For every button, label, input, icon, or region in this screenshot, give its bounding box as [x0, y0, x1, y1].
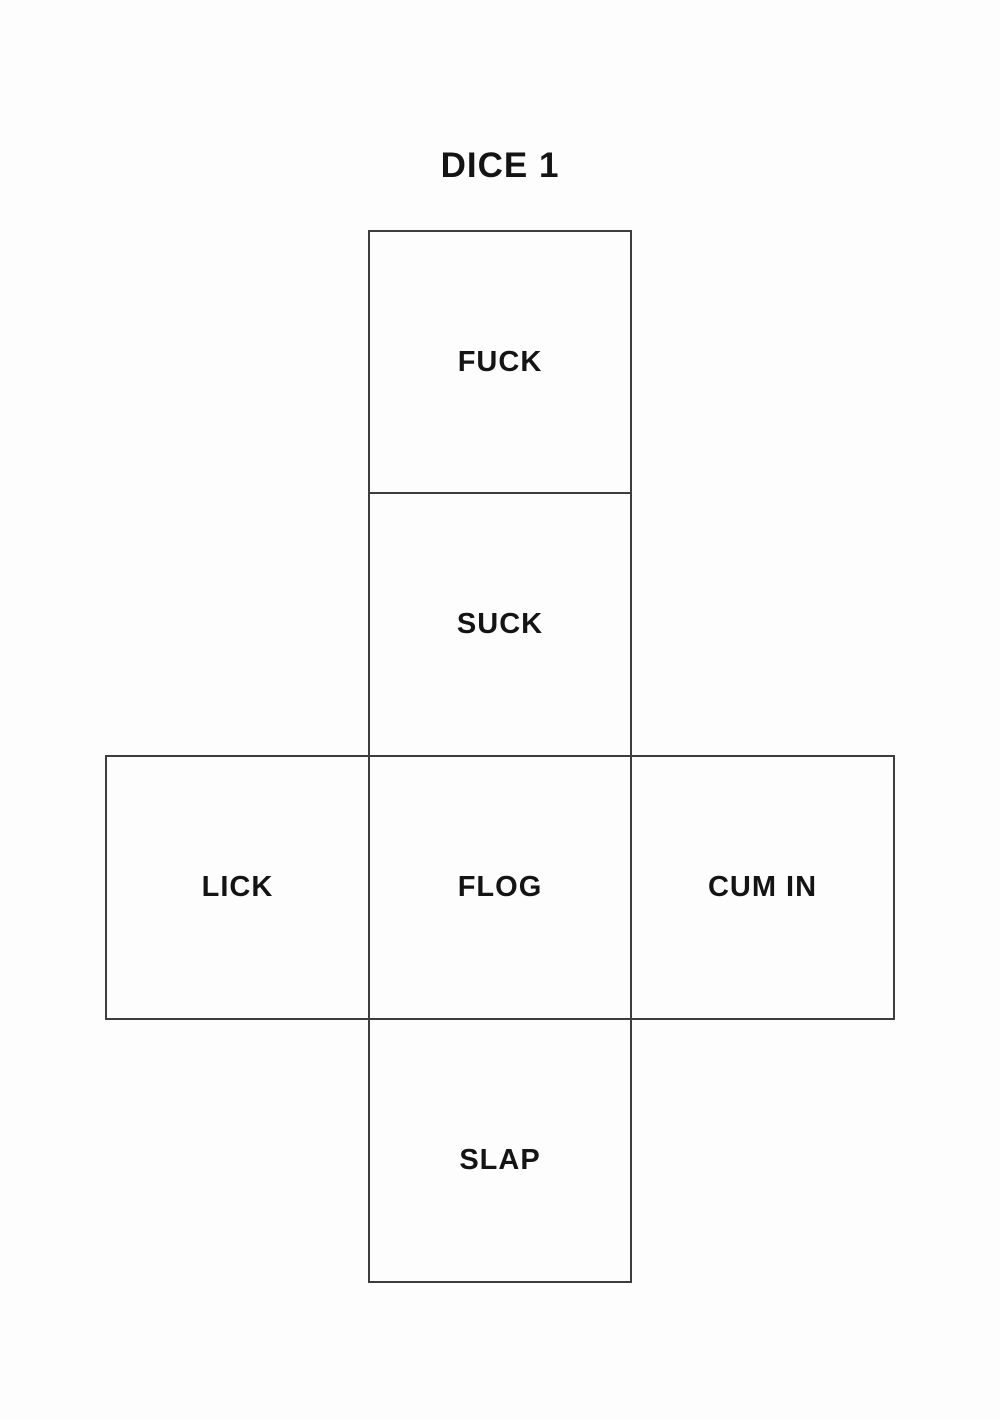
die-face-upper: SUCK [368, 492, 632, 757]
die-face-left-label: LICK [201, 871, 274, 903]
die-face-bottom: SLAP [368, 1018, 632, 1283]
die-face-bottom-label: SLAP [459, 1144, 541, 1176]
die-face-left: LICK [105, 755, 370, 1020]
die-face-right-label: CUM IN [707, 871, 818, 903]
die-face-center-label: FLOG [457, 871, 543, 903]
die-face-right: CUM IN [630, 755, 895, 1020]
die-face-top-label: FUCK [457, 345, 543, 378]
die-face-upper-label: SUCK [456, 608, 544, 640]
die-face-top: FUCK [368, 230, 632, 494]
die-face-center: FLOG [368, 755, 632, 1020]
page-title: DICE 1 [440, 146, 560, 185]
